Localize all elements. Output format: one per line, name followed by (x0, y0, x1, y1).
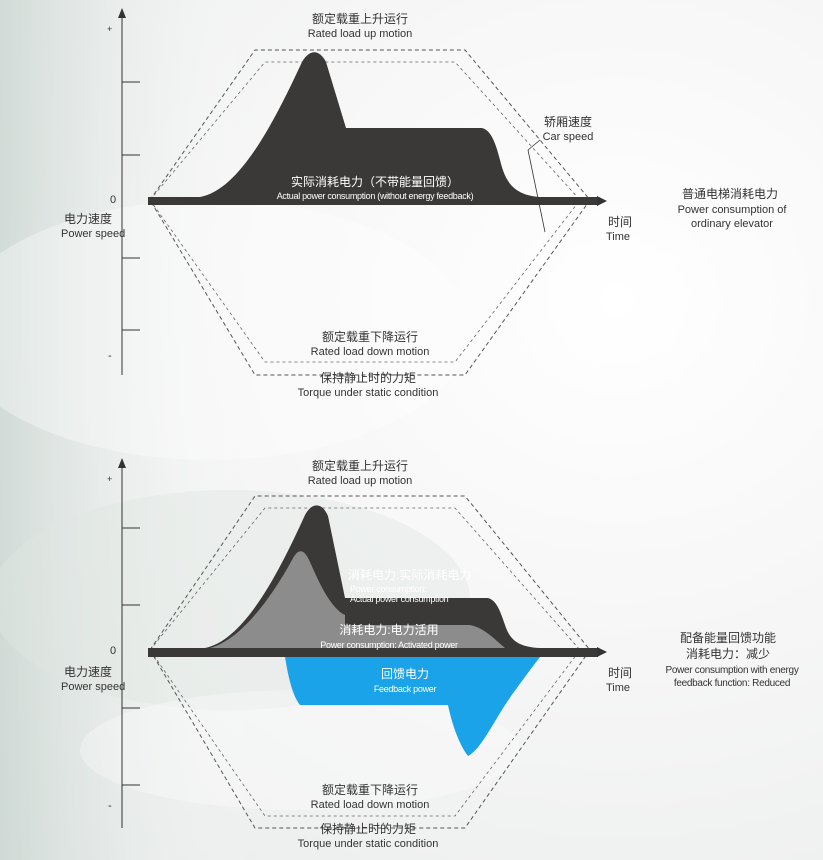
up-motion-en: Rated load up motion (307, 475, 413, 487)
activated-power-en: Power consumption: Activated power (320, 640, 458, 650)
energy-feedback-cn-1: 配备能量回馈功能 (679, 631, 777, 645)
x-label-en: Time (606, 231, 631, 243)
y-label-en: Power speed (61, 228, 126, 240)
y-label-cn: 电力速度 (64, 665, 113, 679)
consumption-en-1: Power consumption: (350, 584, 427, 594)
x-label-cn: 时间 (608, 215, 633, 229)
consumption-en-2: Actual power consumption (350, 594, 449, 604)
x-label-en: Time (606, 682, 631, 694)
dashed-envelope-outer (149, 49, 591, 376)
energy-feedback-cn-2: 消耗电力：减少 (685, 647, 771, 661)
bottom-diagram (118, 458, 607, 829)
x-axis-arrow (597, 647, 607, 657)
energy-feedback-en-2: feedback function: Reduced (673, 678, 791, 689)
down-motion-en: Rated load down motion (310, 346, 430, 358)
feedback-power-en: Feedback power (373, 684, 437, 694)
y-label-en: Power speed (61, 681, 126, 693)
feedback-power-cn: 回馈电力 (380, 667, 430, 681)
up-motion-en: Rated load up motion (307, 28, 413, 40)
dashed-envelope-inner (149, 507, 581, 817)
y-axis-arrow (118, 458, 126, 468)
energy-feedback-en-1: Power consumption with energy (665, 665, 799, 676)
y-axis-arrow (118, 8, 126, 18)
dashed-envelope-inner (149, 61, 581, 363)
ordinary-elevator-en-1: Power consumption of (677, 204, 787, 216)
y-axis-plus: + (107, 474, 113, 484)
zero-label: 0 (110, 194, 117, 206)
car-speed-cn: 轿厢速度 (543, 115, 593, 129)
x-axis-arrow (597, 196, 607, 206)
static-torque-cn: 保持静止时的力矩 (319, 822, 417, 836)
feedback-power-area (285, 657, 540, 756)
static-torque-cn: 保持静止时的力矩 (319, 371, 417, 385)
x-label-cn: 时间 (608, 666, 633, 680)
static-torque-en: Torque under static condition (297, 838, 439, 850)
up-motion-cn: 额定载重上升运行 (311, 12, 409, 26)
y-label-cn: 电力速度 (64, 212, 113, 226)
ordinary-elevator-en-2: ordinary elevator (691, 218, 773, 230)
y-axis-minus: - (108, 800, 112, 812)
down-motion-cn: 额定载重下降运行 (321, 783, 419, 797)
up-motion-cn: 额定载重上升运行 (311, 459, 409, 473)
zero-label: 0 (110, 645, 117, 657)
y-axis-plus: + (107, 24, 113, 34)
actual-power-cn: 实际消耗电力（不带能量回馈） (290, 175, 460, 189)
car-speed-leader (527, 149, 546, 233)
y-axis-minus: - (108, 350, 112, 362)
consumption-cn: 消耗电力:实际消耗电力 (348, 568, 472, 582)
down-motion-cn: 额定载重下降运行 (321, 330, 419, 344)
dashed-envelope-outer (149, 495, 591, 829)
actual-power-en: Actual power consumption (without energy… (276, 191, 474, 201)
actual-power-area (148, 52, 598, 205)
down-motion-en: Rated load down motion (310, 799, 430, 811)
static-torque-en: Torque under static condition (297, 387, 439, 399)
car-speed-en: Car speed (542, 131, 594, 143)
activated-power-cn: 消耗电力:电力活用 (339, 623, 439, 637)
top-diagram (118, 8, 607, 376)
activated-power-area (210, 551, 505, 648)
ordinary-elevator-cn: 普通电梯消耗电力 (681, 187, 779, 201)
